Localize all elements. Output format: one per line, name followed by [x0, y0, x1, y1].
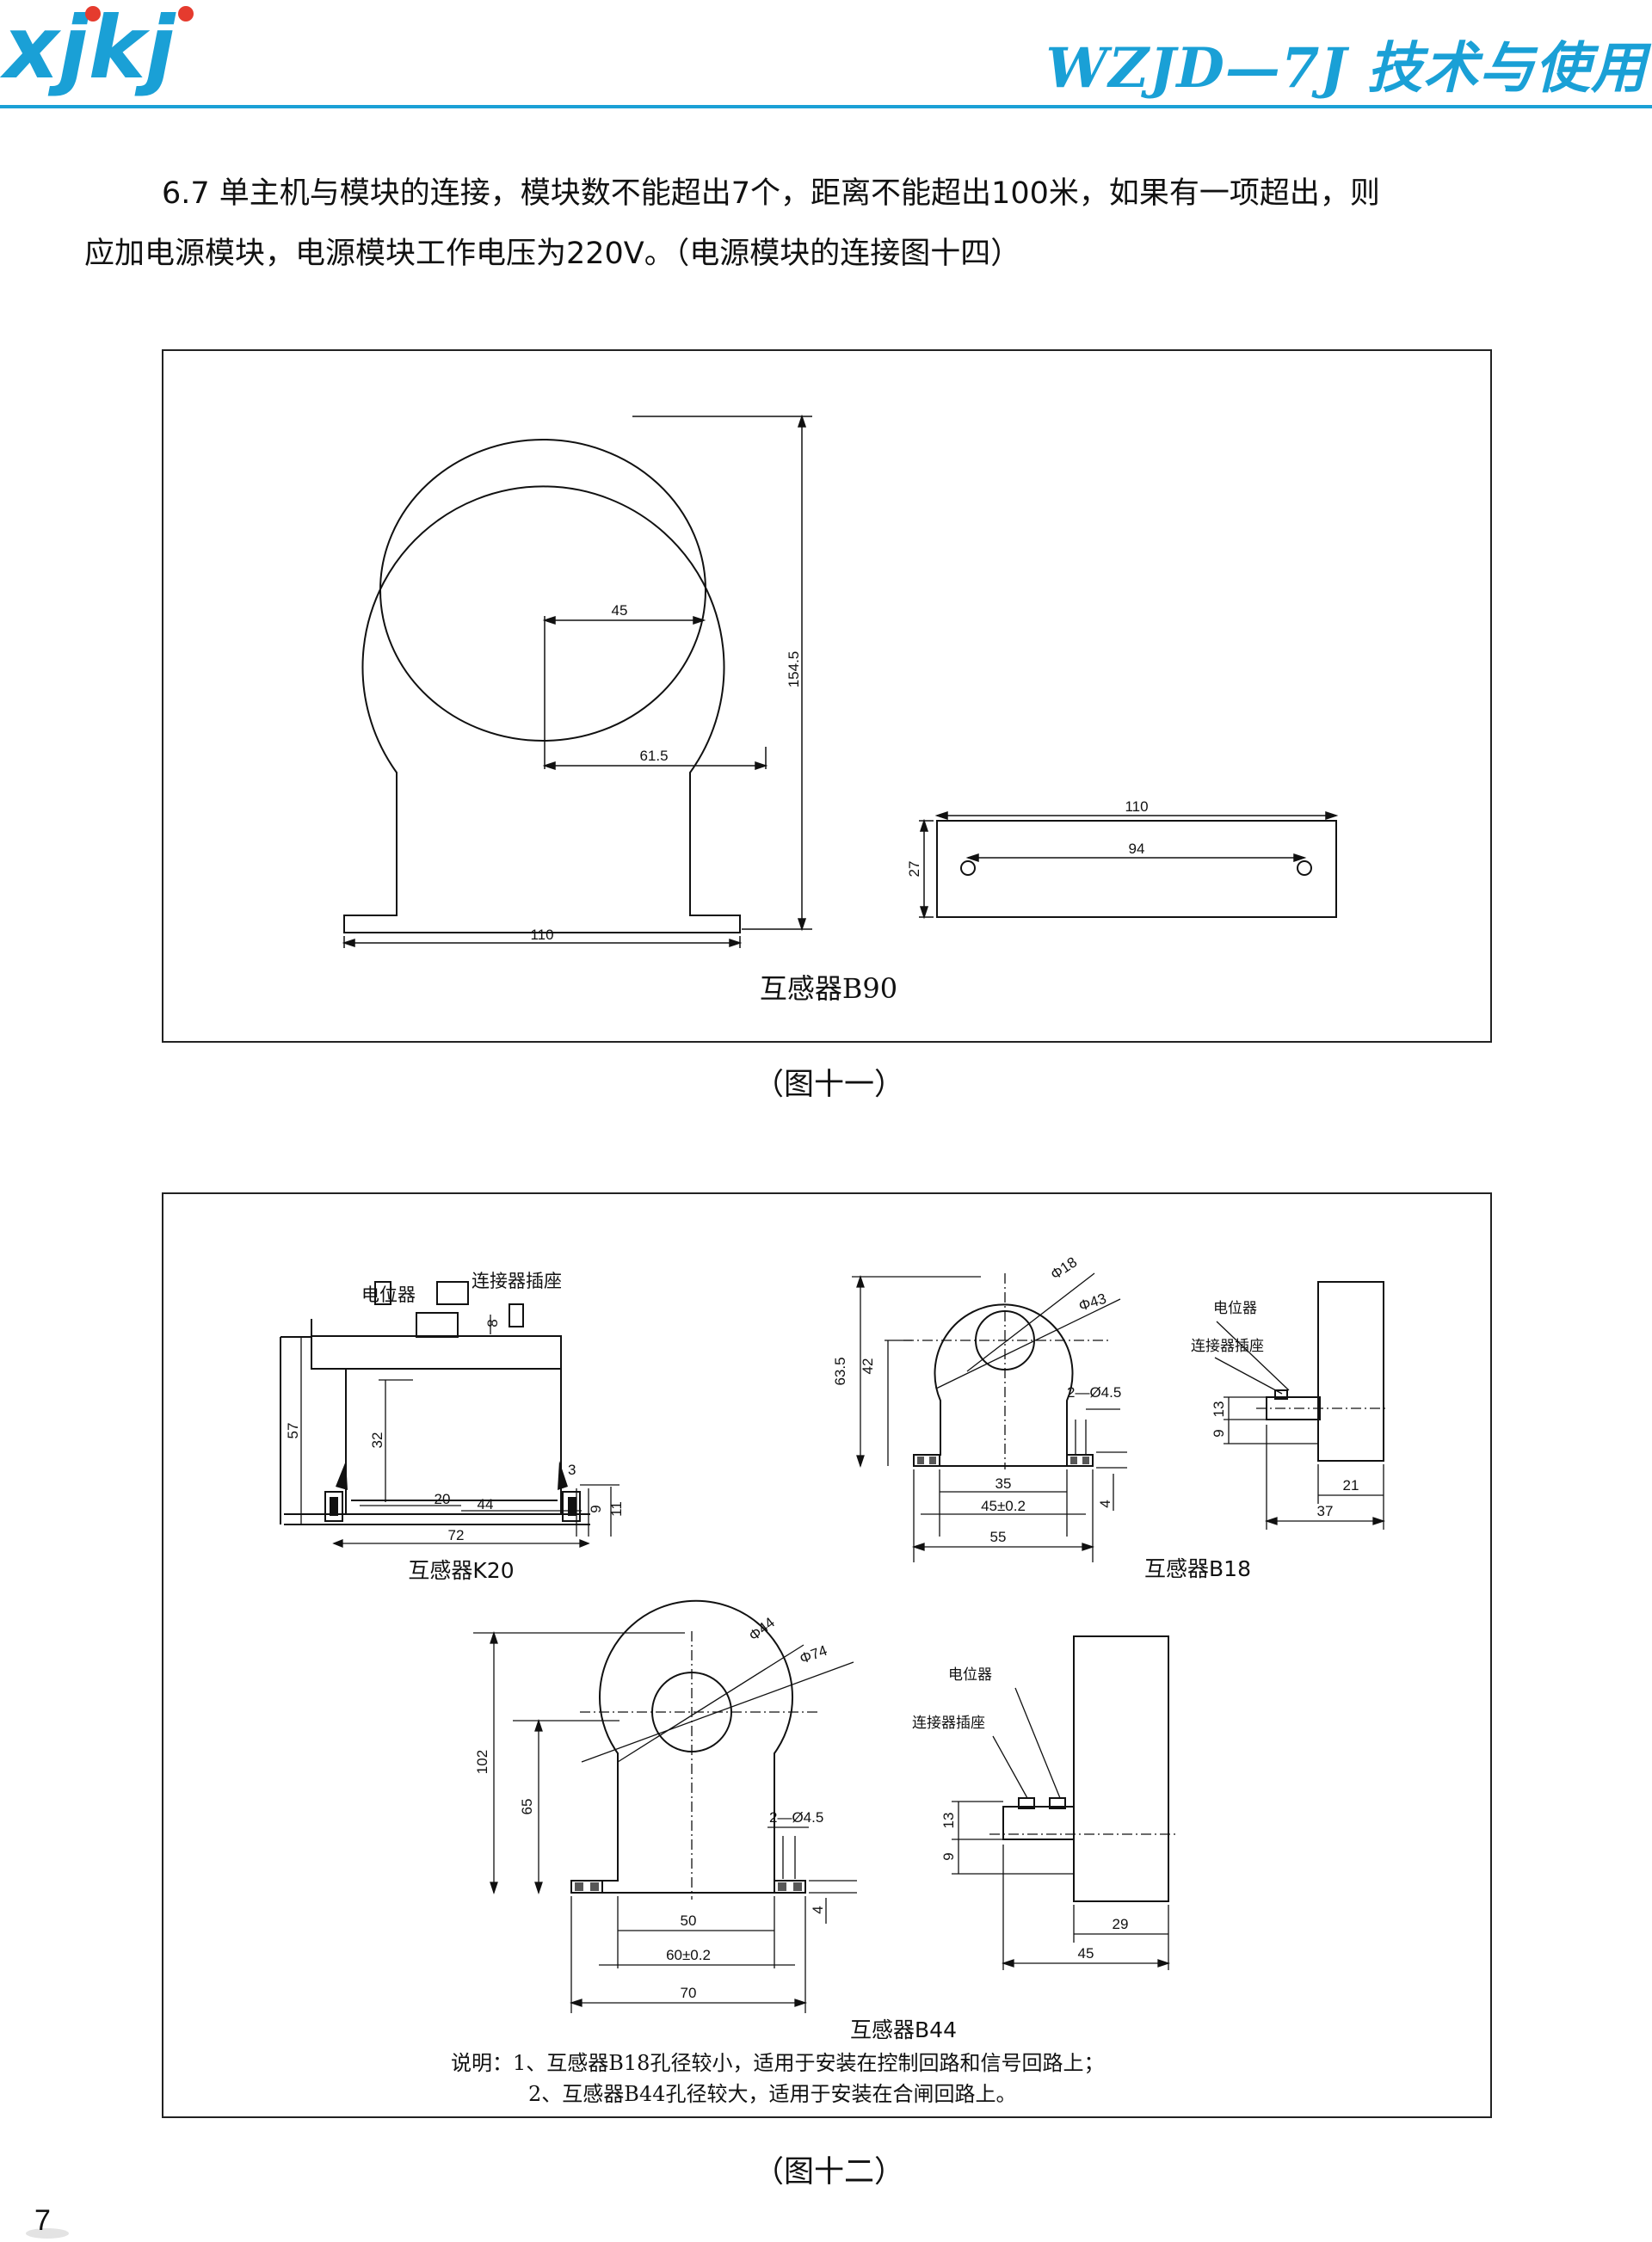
b44-dim-65: 65	[519, 1799, 535, 1815]
figure-12-caption: （图十二）	[754, 2155, 905, 2190]
b18-dim-holes: 2—Ø4.5	[1067, 1384, 1121, 1401]
b18-dim-4: 4	[1097, 1500, 1113, 1507]
b44-dim-70: 70	[681, 1985, 697, 2001]
dim-154-5: 154.5	[786, 651, 802, 688]
b44-dim-50: 50	[681, 1912, 697, 1929]
xjkj-logo: xjkj	[0, 0, 194, 98]
paragraph-line-1: 6.7 单主机与模块的连接，模块数不能超出7个，距离不能超出100米，如果有一项…	[162, 176, 1380, 211]
b18-dim-45: 45±0.2	[981, 1498, 1026, 1514]
figure-12-frame: 电位器 连接器插座 57 32 8 3 9 11 20 44 72 互感器K20	[162, 1192, 1492, 2118]
k20-dim-3: 3	[568, 1462, 576, 1478]
b18-dim-63-5: 63.5	[832, 1357, 848, 1385]
figure-11-frame: 45 61.5 154.5 110 110 94 27 互感器B90	[162, 349, 1492, 1043]
figure-11-drawing: 45 61.5 154.5 110 110 94 27 互感器B90	[342, 414, 1339, 1005]
dim-110-base: 110	[530, 927, 553, 943]
b18-side-potentiometer-label: 电位器	[1213, 1300, 1257, 1316]
dim-94: 94	[1129, 841, 1145, 857]
k20-dim-8: 8	[484, 1319, 501, 1327]
k20-connector-label: 连接器插座	[472, 1271, 562, 1291]
b44-dim-4: 4	[810, 1906, 826, 1913]
b44-side-dim-29: 29	[1113, 1916, 1129, 1932]
b44-side-dim-45: 45	[1078, 1945, 1094, 1962]
paragraph-line-2: 应加电源模块，电源模块工作电压为220V。（电源模块的连接图十四）	[84, 237, 1021, 271]
b18-label: 互感器B18	[1144, 1556, 1251, 1581]
b18-side-drawing	[1266, 1281, 1384, 1462]
page-number-decoration	[26, 2228, 69, 2239]
dim-27: 27	[906, 861, 922, 878]
b44-label: 互感器B44	[850, 2017, 957, 2042]
b44-side-dim-9: 9	[940, 1852, 957, 1860]
b18-dim-42: 42	[860, 1358, 876, 1375]
k20-dim-9: 9	[588, 1505, 604, 1512]
k20-label: 互感器K20	[408, 1558, 514, 1583]
b18-dim-phi18: Φ18	[1048, 1253, 1081, 1283]
b44-drawing	[570, 1599, 806, 1894]
b18-dim-35: 35	[996, 1475, 1012, 1492]
figure-11-caption: （图十一）	[754, 1068, 905, 1102]
b44-dim-60: 60±0.2	[666, 1947, 711, 1963]
note-line-2: 2、互感器B44孔径较大，适用于安装在合闸回路上。	[528, 2082, 1016, 2106]
figure-12-drawing: 电位器 连接器插座 57 32 8 3 9 11 20 44 72 互感器K20	[280, 1253, 1386, 2106]
k20-dim-44: 44	[478, 1496, 494, 1512]
b18-side-connector-label: 连接器插座	[1191, 1338, 1264, 1354]
k20-dim-32: 32	[369, 1432, 385, 1449]
note-line-1: 说明：1、互感器B18孔径较小，适用于安装在控制回路和信号回路上；	[451, 2051, 1104, 2075]
document-title: WZJD—7J 技术与使用	[1045, 36, 1647, 101]
dim-110-side: 110	[1125, 798, 1148, 815]
k20-dim-72: 72	[448, 1527, 465, 1543]
k20-dim-57: 57	[285, 1423, 301, 1439]
dim-61-5: 61.5	[639, 748, 668, 764]
b18-drawing	[913, 1303, 1094, 1467]
b44-side-dim-13: 13	[940, 1813, 957, 1829]
b18-side-dim-13: 13	[1211, 1401, 1227, 1418]
dim-45: 45	[612, 602, 628, 619]
section-paragraph: 6.7 单主机与模块的连接，模块数不能超出7个，距离不能超出100米，如果有一项…	[84, 163, 1599, 284]
k20-dim-20: 20	[435, 1491, 451, 1507]
b18-side-dim-37: 37	[1317, 1503, 1334, 1519]
page-number: 7	[34, 2204, 51, 2237]
k20-drawing	[280, 1281, 590, 1525]
header-divider	[0, 105, 1652, 108]
b44-dim-holes: 2—Ø4.5	[769, 1809, 823, 1826]
b18-dim-55: 55	[990, 1529, 1007, 1545]
b18-side-dim-21: 21	[1343, 1477, 1359, 1494]
k20-dim-11: 11	[608, 1501, 625, 1517]
b44-dim-102: 102	[474, 1750, 490, 1774]
b18-side-dim-9: 9	[1211, 1429, 1227, 1437]
k20-potentiometer-label: 电位器	[361, 1284, 416, 1305]
b44-side-potentiometer-label: 电位器	[948, 1666, 992, 1683]
b44-side-connector-label: 连接器插座	[912, 1715, 985, 1731]
b18-dim-phi43: Φ43	[1076, 1290, 1108, 1315]
b44-side-drawing	[1002, 1635, 1169, 1902]
b90-label: 互感器B90	[760, 972, 897, 1005]
